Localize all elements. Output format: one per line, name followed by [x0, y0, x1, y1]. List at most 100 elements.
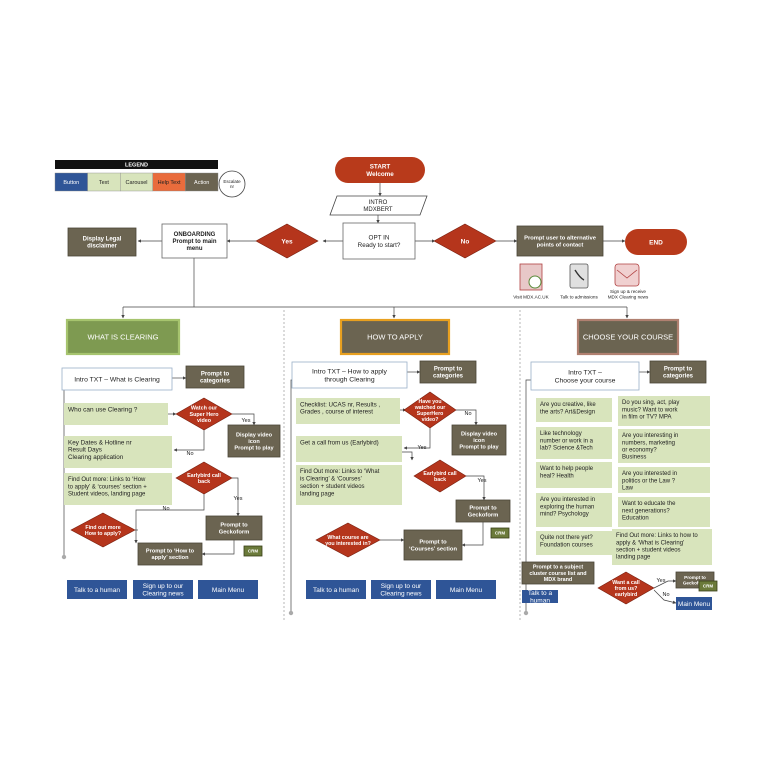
col3-left-category-4 — [536, 493, 612, 527]
envelope-icon-flap — [616, 269, 638, 279]
col2-superhero-yes — [403, 428, 431, 450]
col1-superhero-yes — [232, 413, 256, 426]
col1-who-box-label: Who can use Clearing ? — [68, 407, 138, 414]
col1-findout-box — [64, 473, 172, 505]
col2-signup-news-button[interactable] — [371, 580, 431, 599]
col3-prompt-subject — [521, 561, 595, 585]
phone-icon-handset — [574, 269, 585, 281]
col1-talk-human-button[interactable] — [67, 580, 127, 599]
col2-superhero-decision — [403, 391, 457, 429]
col3-talk-human-button[interactable] — [522, 590, 558, 603]
col1-signup-news-button[interactable] — [133, 580, 193, 599]
col2-superhero-no — [456, 409, 478, 426]
header-how-to-apply-label: HOW TO APPLY — [367, 333, 423, 342]
col1-main-menu-button[interactable] — [198, 580, 258, 599]
col3-wantcall-decision — [597, 571, 655, 605]
legal-disclaimer-box — [67, 227, 137, 257]
col3-crm-label: CRM — [703, 584, 713, 589]
col1-display-video — [227, 424, 281, 458]
col3-no-label: No — [662, 592, 669, 598]
col2-crm-label: CRM — [495, 531, 505, 536]
col2-yes-label: Yes — [418, 445, 427, 451]
col3-crm — [698, 580, 718, 592]
onboarding-box — [161, 223, 228, 259]
col1-no2-label: No — [162, 506, 169, 512]
col2-prompt-courses — [403, 529, 463, 561]
col2-main-menu-button-label: Main Menu — [450, 587, 483, 594]
col3-right-category-2 — [618, 429, 710, 463]
col3-main-menu-button[interactable] — [676, 597, 712, 610]
legend-title-label: LEGEND — [125, 162, 148, 168]
col1-superhero-decision — [175, 397, 233, 431]
legend-escalate-circle — [218, 170, 246, 198]
col2-talk-human-button-label: Talk to a human — [313, 587, 359, 594]
col2-intro-box — [291, 361, 408, 389]
col2-spine-end — [288, 610, 294, 616]
col1-spine — [62, 379, 65, 555]
col3-intro-box — [530, 361, 640, 391]
col3-right-category-4 — [618, 497, 710, 527]
col3-right-category-1 — [618, 396, 710, 426]
col2-earlybird-yes — [466, 475, 486, 501]
col2-main-menu-button[interactable] — [436, 580, 496, 599]
legend-item-button-label: Button — [63, 180, 79, 186]
col3-findout-box — [612, 529, 712, 565]
col3-left-category-2 — [536, 427, 612, 459]
col3-yes-label: Yes — [657, 578, 666, 584]
col2-gecko-to-courses — [461, 522, 484, 547]
col1-yes2-label: Yes — [234, 496, 243, 502]
col2-talk-human-button[interactable] — [306, 580, 366, 599]
col2-prompt-gecko — [455, 499, 511, 523]
col1-who-box — [64, 403, 168, 425]
col2-crm — [490, 527, 510, 539]
envelope-icon — [614, 263, 640, 287]
col2-prompt-courses-label: Prompt to‘Courses’ section — [409, 540, 457, 553]
col3-wantcall-yes — [653, 579, 677, 589]
alternative-contact-box — [516, 225, 604, 257]
col1-prompt-categories — [185, 365, 245, 389]
col3-left-category-5 — [536, 531, 612, 555]
intro-parallelogram — [329, 195, 428, 216]
legend-item-action — [185, 172, 219, 192]
col2-prompt-categories — [419, 360, 477, 384]
yes-decision-label: Yes — [281, 238, 293, 245]
col2-checklist-box-label: Checklist: UCAS nr, Results ,Grades , co… — [300, 401, 380, 415]
col3-left-category-3 — [536, 462, 612, 488]
legend-item-action-label: Action — [194, 180, 209, 186]
header-how-to-apply — [339, 318, 451, 356]
col1-prompt-howto — [137, 542, 203, 566]
col2-findout-box — [296, 465, 402, 505]
col2-course-decision — [315, 522, 381, 558]
col3-spine-end — [523, 610, 529, 616]
